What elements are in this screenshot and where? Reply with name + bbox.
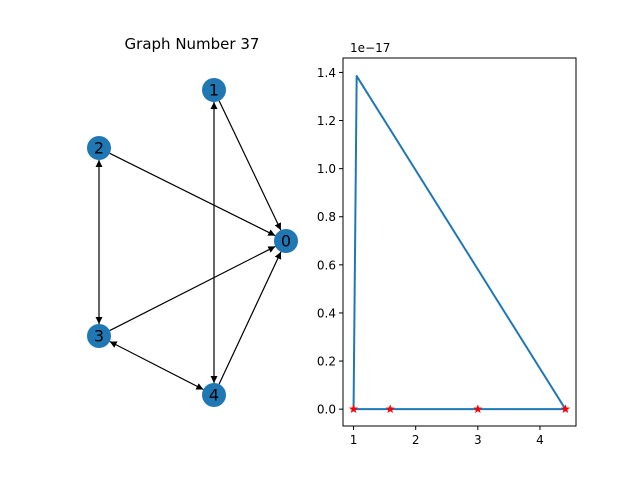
graph-title: Graph Number 37 — [125, 35, 260, 53]
star-marker — [385, 404, 395, 414]
graph-node-0 — [274, 229, 298, 253]
series-line-0 — [352, 75, 567, 411]
y-axis: 0.0 0.2 0.4 0.6 0.8 1.0 1.2 1.4 — [317, 66, 343, 417]
graph-node-4 — [202, 383, 226, 407]
graph-node-3 — [87, 324, 111, 348]
graph-node-label-1: 1 — [209, 81, 219, 100]
y-offset-text: 1e−17 — [350, 41, 390, 55]
y-tick-label: 1.0 — [317, 162, 336, 176]
y-tick-label: 0.8 — [317, 210, 336, 224]
star-marker — [560, 404, 570, 414]
graph-node-label-0: 0 — [281, 232, 291, 251]
star-marker — [349, 404, 359, 414]
graph-node-2 — [87, 136, 111, 160]
y-tick-label: 0.6 — [317, 258, 336, 272]
graph-edge-4-0 — [218, 251, 282, 385]
x-tick-label: 2 — [412, 433, 420, 447]
graph-panel: Graph Number 37 0 1 2 3 4 — [87, 35, 298, 407]
graph-nodes: 0 1 2 3 4 — [87, 78, 298, 407]
graph-node-1 — [202, 78, 226, 102]
graph-node-label-3: 3 — [94, 327, 104, 346]
y-tick-label: 0.2 — [317, 355, 336, 369]
y-tick-label: 1.2 — [317, 114, 336, 128]
x-tick-label: 3 — [474, 433, 482, 447]
plot-markers — [349, 404, 570, 414]
x-tick-label: 1 — [350, 433, 358, 447]
y-tick-label: 1.4 — [317, 66, 336, 80]
x-axis: 1 2 3 4 — [350, 426, 544, 447]
y-tick-label: 0.0 — [317, 403, 336, 417]
star-marker — [473, 404, 483, 414]
graph-edge-1-0 — [218, 100, 282, 231]
x-tick-label: 4 — [536, 433, 544, 447]
graph-node-label-4: 4 — [209, 386, 219, 405]
graph-edge-3-4 — [109, 340, 204, 391]
graph-edges — [95, 100, 282, 391]
plot-series — [352, 75, 567, 411]
graph-node-label-2: 2 — [94, 139, 104, 158]
y-tick-label: 0.4 — [317, 306, 336, 320]
plot-panel: 1e−17 0.0 0.2 0.4 0.6 0.8 1.0 1.2 1.4 1 2 3 4 — [317, 41, 577, 447]
graph-edge-2-0 — [109, 152, 276, 237]
graph-edge-3-0 — [109, 245, 276, 332]
